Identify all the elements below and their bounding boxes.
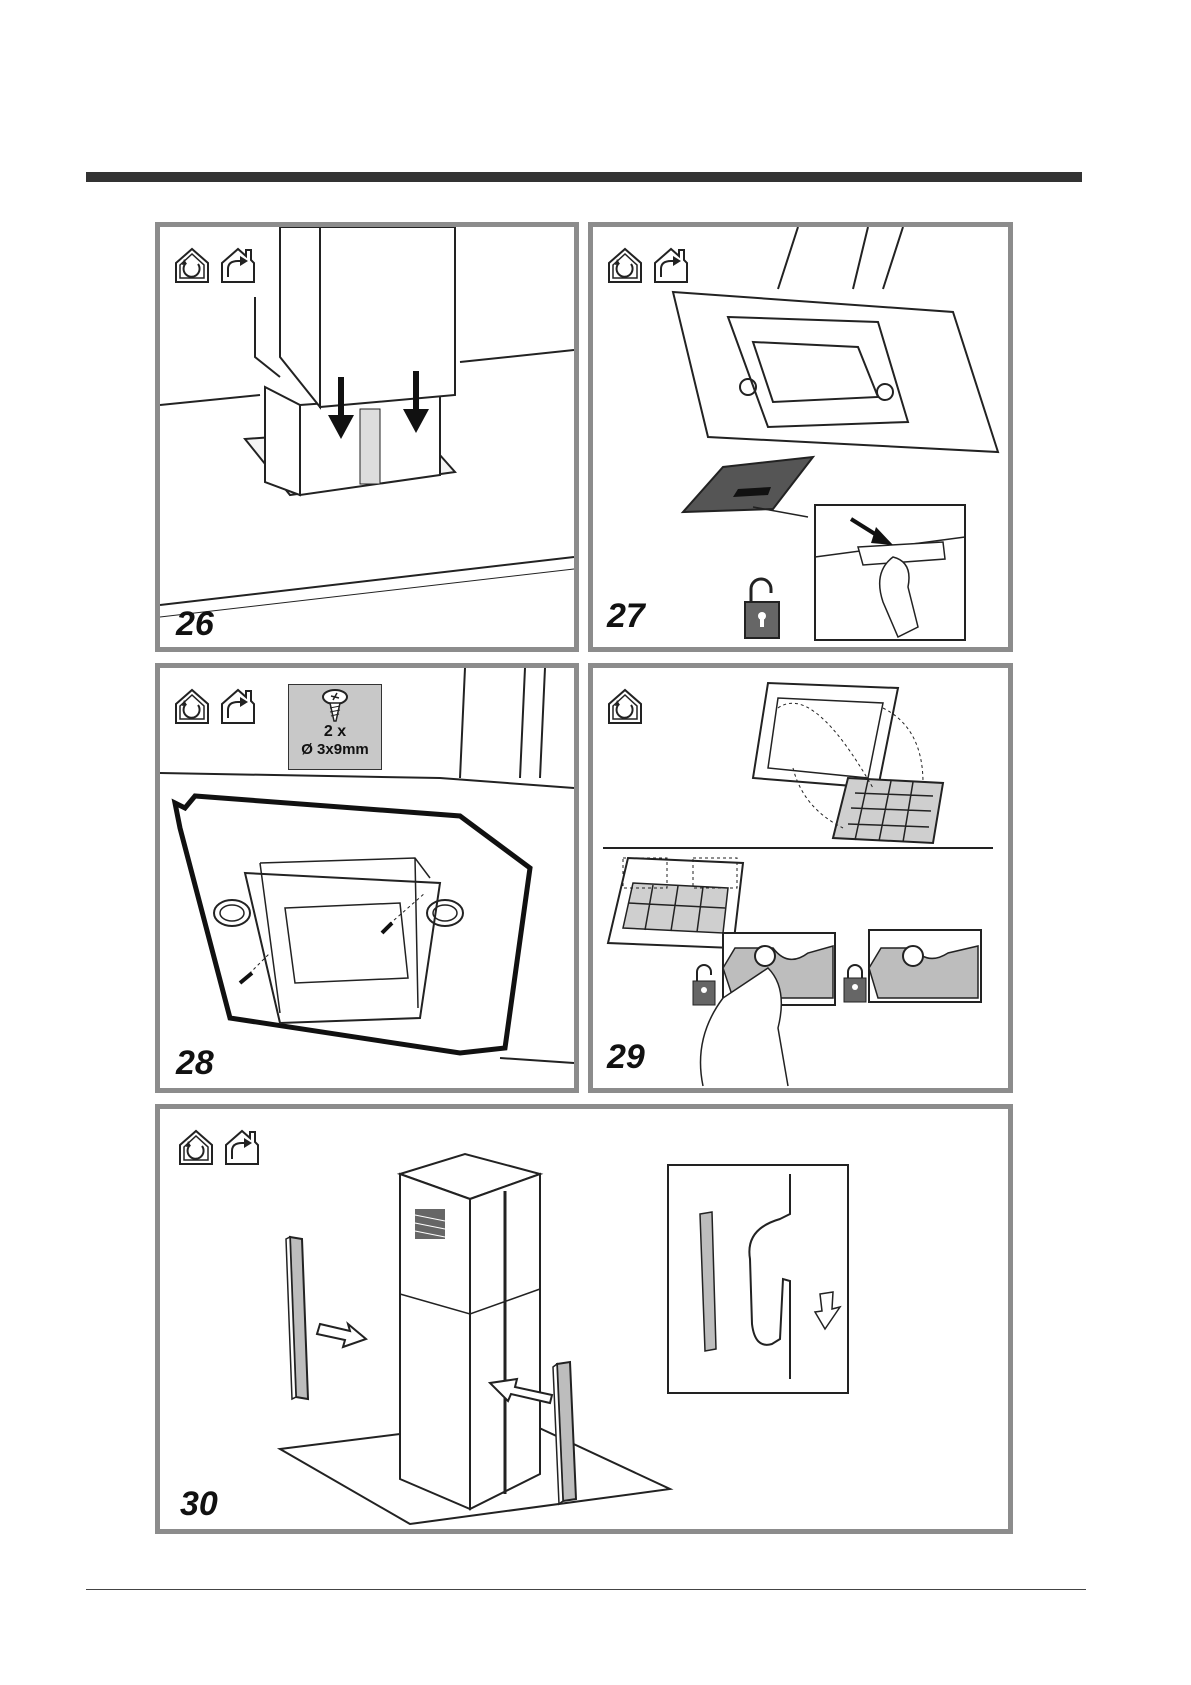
step-27-panel: 27 bbox=[588, 222, 1013, 652]
step-30-illustration bbox=[160, 1109, 1008, 1529]
step-26-illustration bbox=[160, 227, 574, 647]
unlock-icon bbox=[693, 965, 715, 1005]
footer-rule bbox=[86, 1589, 1086, 1590]
vent-grille bbox=[415, 1209, 445, 1239]
step-27-illustration bbox=[593, 227, 1008, 647]
header-rule bbox=[86, 172, 1082, 182]
step-30-panel: 30 bbox=[155, 1104, 1013, 1534]
step-number: 28 bbox=[176, 1046, 214, 1080]
arrow-left-trim bbox=[317, 1324, 366, 1347]
step-28-illustration bbox=[160, 668, 574, 1088]
step-number: 30 bbox=[180, 1487, 218, 1521]
lock-icon bbox=[844, 965, 866, 1002]
step-number: 27 bbox=[607, 599, 645, 633]
step-number: 26 bbox=[176, 607, 214, 641]
step-26-panel: 26 bbox=[155, 222, 579, 652]
step-29-illustration bbox=[593, 668, 1008, 1088]
step-28-panel: 2 x Ø 3x9mm 28 bbox=[155, 663, 579, 1093]
step-29-panel: 29 bbox=[588, 663, 1013, 1093]
step-number: 29 bbox=[607, 1040, 645, 1074]
unlock-icon bbox=[745, 579, 779, 638]
detail-inset bbox=[668, 1165, 848, 1393]
